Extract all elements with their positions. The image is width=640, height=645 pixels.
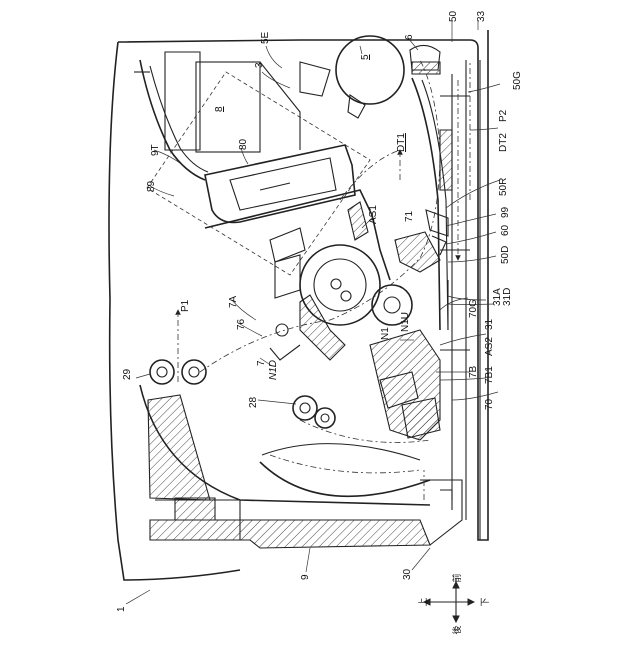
compass-down-label: 下 — [480, 597, 490, 606]
label-DT2: DT2 — [498, 133, 509, 152]
orientation-indicator: 上 下 前 後 — [418, 573, 490, 634]
label-71: 71 — [404, 210, 415, 222]
label-5: 5 — [360, 54, 371, 60]
label-5E: 5E — [260, 31, 271, 44]
label-30: 30 — [402, 568, 413, 580]
label-7: 7 — [256, 360, 267, 366]
label-33: 33 — [476, 10, 487, 22]
label-70G: 70G — [468, 299, 479, 318]
label-31D: 31D — [502, 288, 513, 306]
top-cover-9T — [134, 52, 208, 180]
label-76: 76 — [236, 318, 247, 330]
label-50R: 50R — [498, 178, 509, 196]
label-6: 6 — [404, 34, 415, 40]
label-AS2: AS2 — [484, 337, 495, 356]
compass-rear-label: 後 — [451, 625, 462, 634]
label-50: 50 — [448, 10, 459, 22]
label-70: 70 — [484, 398, 495, 410]
label-7B1: 7B1 — [484, 366, 495, 384]
label-89: 89 — [146, 180, 157, 192]
label-9: 9 — [300, 574, 311, 580]
label-9T: 9T — [150, 144, 161, 156]
label-80: 80 — [238, 138, 249, 150]
label-50D: 50D — [500, 246, 511, 264]
compass-front-label: 前 — [451, 573, 462, 582]
compass-up-label: 上 — [418, 597, 428, 606]
label-1: 1 — [116, 606, 127, 612]
label-N1U: N1U — [400, 312, 411, 332]
label-28: 28 — [248, 396, 259, 408]
label-N1D: N1D — [268, 360, 279, 380]
label-7B: 7B — [468, 365, 479, 378]
label-60: 60 — [500, 224, 511, 236]
label-P1: P1 — [180, 299, 191, 312]
label-N1: N1 — [380, 327, 391, 340]
label-99: 99 — [500, 206, 511, 218]
label-31: 31 — [484, 318, 495, 330]
label-AS1: AS1 — [368, 205, 379, 224]
label-DT1: DT1 — [396, 133, 407, 152]
label-50G: 50G — [512, 71, 523, 90]
label-7A: 7A — [228, 295, 239, 308]
label-3: 3 — [254, 62, 265, 68]
label-29: 29 — [122, 368, 133, 380]
label-P2: P2 — [498, 109, 509, 122]
label-8: 8 — [214, 106, 225, 112]
